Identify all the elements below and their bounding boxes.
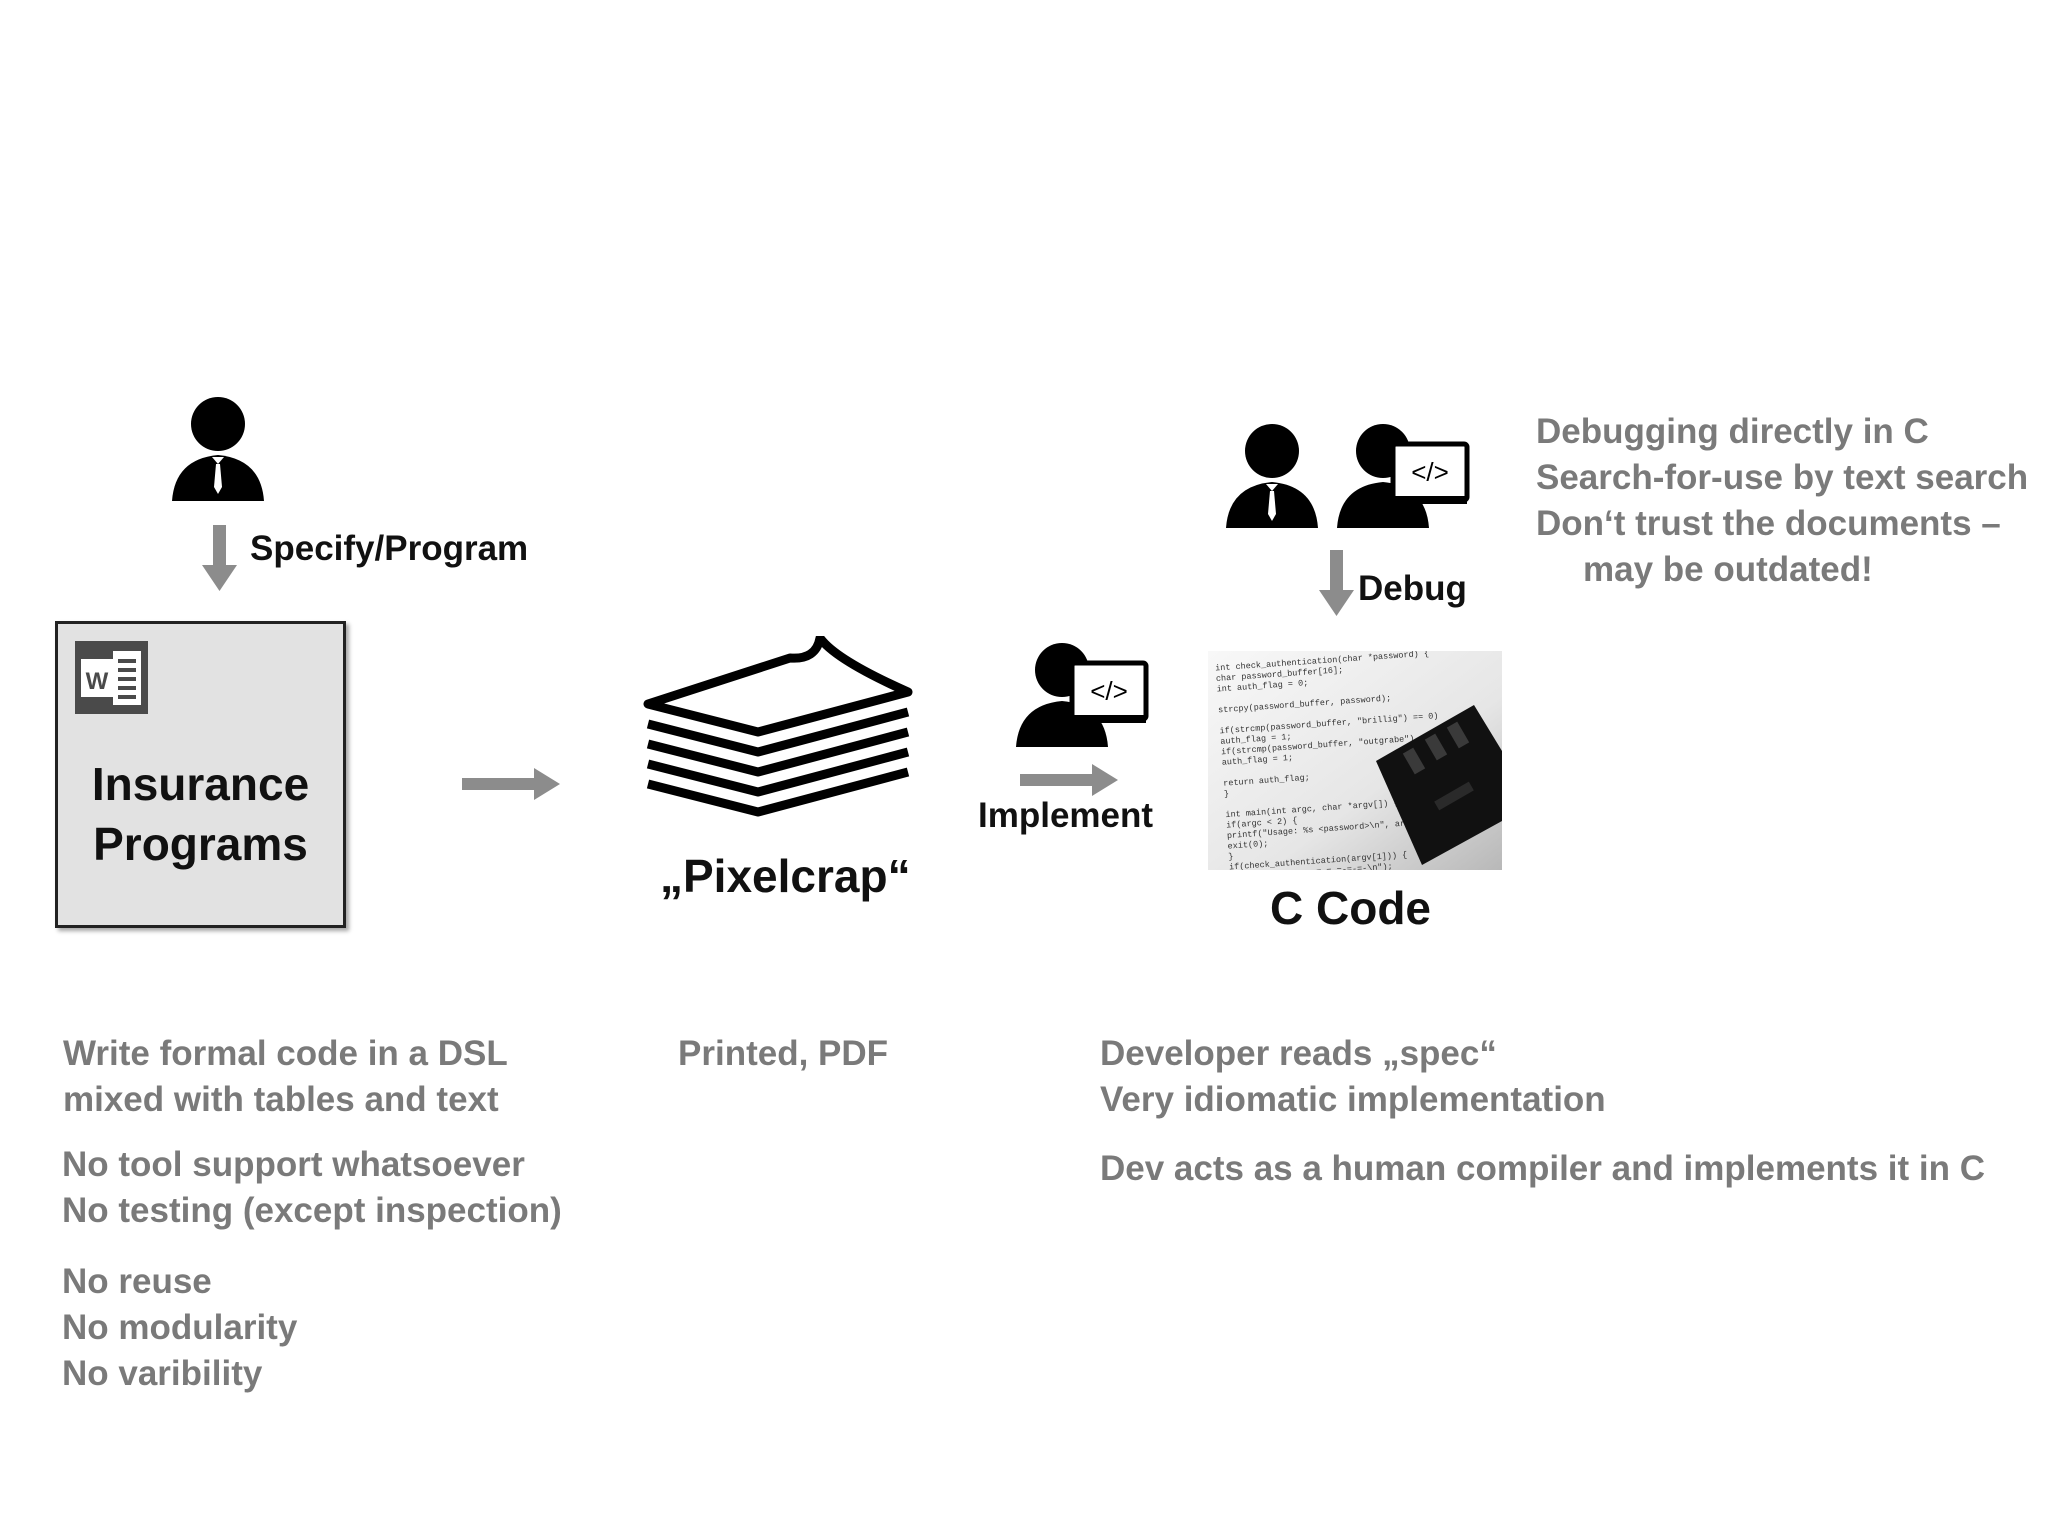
- insurance-notes-group-3: No reuse No modularity No varibility: [62, 1259, 297, 1397]
- code-line: if(argc < 2) {: [1226, 816, 1298, 831]
- debug-arrow-icon: [1319, 550, 1354, 616]
- note-line: may be outdated!: [1583, 550, 1873, 589]
- svg-text:W: W: [86, 668, 109, 695]
- developer-icon: </>: [1337, 424, 1470, 528]
- insurance-notes-group-2: No tool support whatsoever No testing (e…: [62, 1142, 562, 1234]
- note-line: Debugging directly in C: [1536, 412, 1929, 451]
- note-line: No reuse: [62, 1262, 212, 1301]
- note-line: Dev acts as a human compiler and impleme…: [1100, 1149, 1985, 1188]
- note-line: Very idiomatic implementation: [1100, 1080, 1606, 1119]
- c-code-notes-group-1: Developer reads „spec“ Very idiomatic im…: [1100, 1031, 1606, 1123]
- developer-icon: </>: [1016, 643, 1149, 747]
- memory-chip-icon: [1376, 705, 1502, 865]
- code-line: auth_flag = 1;: [1221, 753, 1293, 768]
- specify-arrow-icon: [202, 525, 237, 591]
- debugging-notes: Debugging directly in C Search-for-use b…: [1536, 409, 2028, 593]
- note-line: Printed, PDF: [678, 1034, 889, 1073]
- code-line: auth_flag = 1;: [1220, 732, 1292, 747]
- note-line: Don‘t trust the documents –: [1536, 504, 2001, 543]
- pixelcrap-notes: Printed, PDF: [678, 1031, 888, 1077]
- implement-label: Implement: [978, 796, 1154, 835]
- word-document-icon: W: [75, 641, 148, 714]
- note-line: Write formal code in a DSL: [63, 1034, 508, 1073]
- note-line: No tool support whatsoever: [62, 1145, 525, 1184]
- c-code-photo-graphic: int check_authentication(char *password)…: [1208, 651, 1502, 870]
- pixelcrap-label: „Pixelcrap“: [660, 850, 911, 902]
- code-line: }: [1228, 852, 1234, 862]
- implement-arrow-icon: [1020, 764, 1118, 796]
- note-line: Search-for-use by text search: [1536, 458, 2029, 497]
- insurance-notes-group-1: Write formal code in a DSL mixed with ta…: [63, 1031, 508, 1123]
- c-code-photo: int check_authentication(char *password)…: [1208, 651, 1502, 870]
- c-code-label: C Code: [1270, 882, 1431, 934]
- note-line: No varibility: [62, 1354, 263, 1393]
- insurance-programs-box: W Insurance Programs: [55, 621, 346, 928]
- flow-arrow-right-icon: [462, 768, 560, 800]
- specify-program-label: Specify/Program: [250, 529, 529, 568]
- c-code-notes-group-2: Dev acts as a human compiler and impleme…: [1100, 1146, 1985, 1192]
- insurance-programs-title: Insurance Programs: [91, 758, 310, 870]
- svg-text:</>: </>: [1411, 457, 1449, 487]
- svg-text:</>: </>: [1090, 676, 1128, 706]
- code-line: }: [1224, 789, 1230, 799]
- note-line: No modularity: [62, 1308, 298, 1347]
- code-line: exit(0);: [1227, 839, 1268, 852]
- paper-stack-icon: [643, 636, 913, 817]
- business-person-icon: [1226, 424, 1318, 528]
- note-line: Developer reads „spec“: [1100, 1034, 1497, 1073]
- note-line: No testing (except inspection): [62, 1191, 562, 1230]
- debug-label: Debug: [1358, 569, 1467, 608]
- business-person-icon: [172, 397, 264, 501]
- note-line: mixed with tables and text: [63, 1080, 499, 1119]
